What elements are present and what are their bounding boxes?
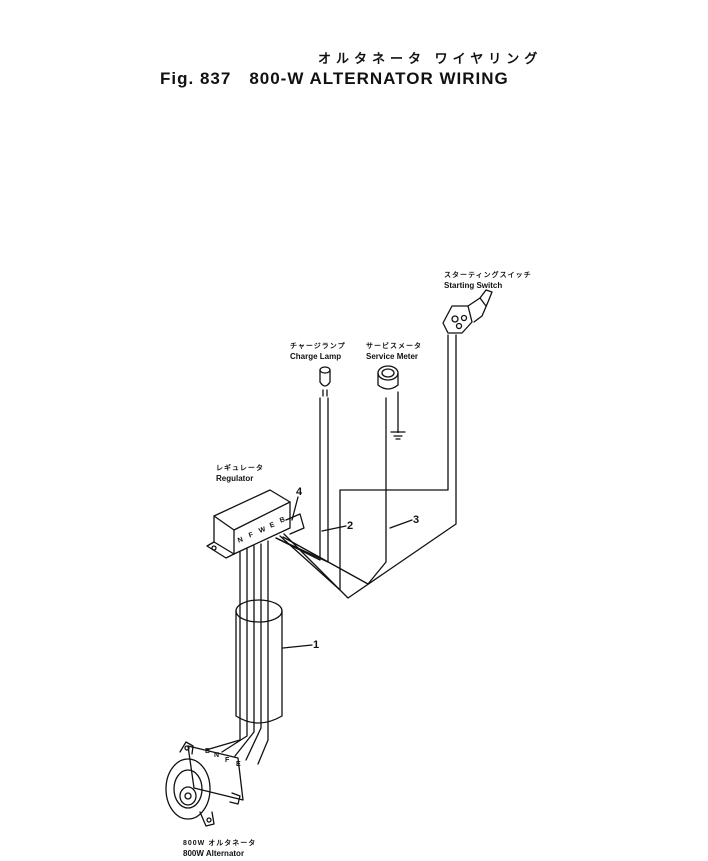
alternator-icon [165,741,244,827]
alternator-terminal-f: F [225,757,230,764]
title-japanese: オルタネータ ワイヤリング [318,51,543,66]
service-meter-label-jp: サービスメータ [366,343,422,350]
charge-lamp-icon [319,366,331,397]
service-meter-wire [282,397,387,585]
starting-switch-label: Starting Switch [444,281,503,290]
charge-lamp-wire [275,397,321,561]
callout-4: 4 [296,486,303,498]
callout-3: 3 [413,514,420,526]
service-meter-label: Service Meter [366,352,419,361]
charge-lamp-label: Charge Lamp [290,352,342,361]
alternator-label: 800W Alternator [183,849,245,858]
callout-4-leader [291,496,299,521]
starting-switch-icon [442,289,493,334]
charge-lamp-label-jp: チャージランプ [290,343,346,350]
figure-title: Fig. 837 800-W ALTERNATOR WIRING [160,70,509,87]
service-meter-icon [377,365,406,440]
starting-switch-label-jp: スターティングスイッチ [444,272,532,279]
callout-2: 2 [347,520,354,532]
regulator-label-jp: レギュレータ [216,465,264,472]
alternator-terminal-b: B [205,748,211,755]
harness-sleeve [235,599,283,724]
alternator-terminal-n: N [214,752,220,759]
alternator-label-jp: 800W オルタネータ [183,840,257,847]
callout-3-leader [389,519,413,529]
callout-2-leader [321,525,347,532]
ground-icon [397,431,399,433]
regulator-icon [206,489,305,559]
switch-wire [279,334,449,591]
harness-wires [205,540,269,765]
regulator-label: Regulator [216,474,254,483]
callout-1: 1 [313,639,320,651]
figure-number: Fig. 837 [160,69,232,88]
figure-title-text: 800-W ALTERNATOR WIRING [249,69,509,88]
callout-1-leader [282,644,313,649]
